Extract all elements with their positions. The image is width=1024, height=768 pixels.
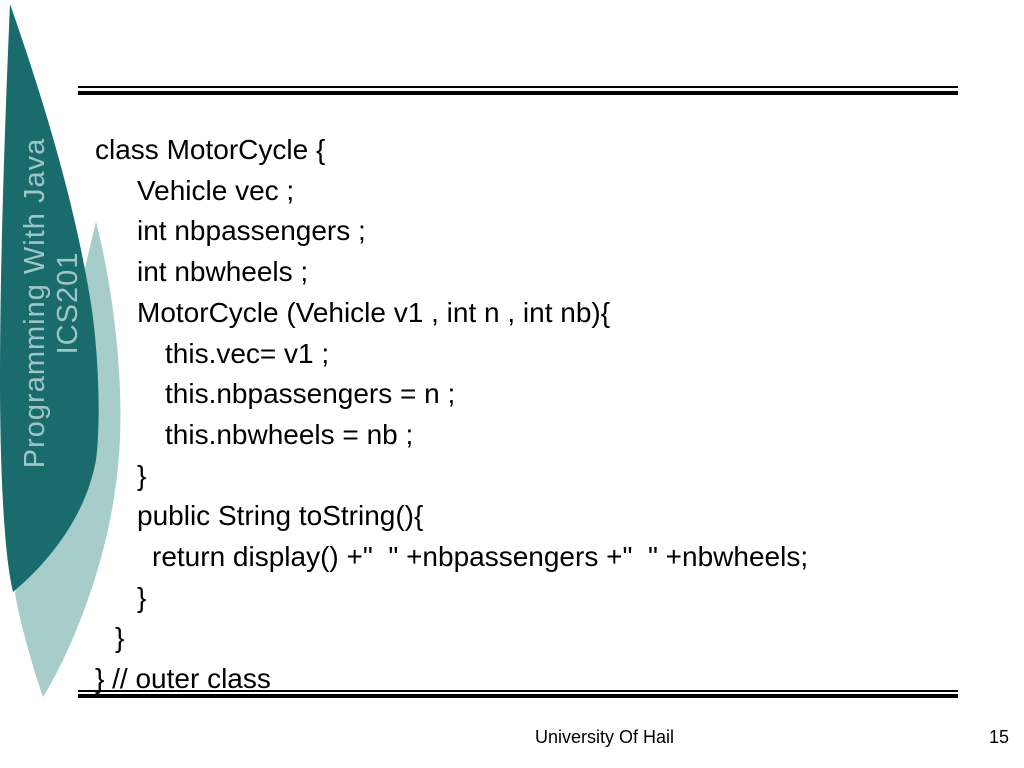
code-line: this.nbwheels = nb ; [165,418,414,450]
sidebar-curve-dark [0,4,99,592]
code-line: } // outer class [95,663,271,695]
code-line: MotorCycle (Vehicle v1 , int n , int nb)… [137,296,611,328]
code-line: } [137,459,147,491]
bottom-double-rule [78,690,958,698]
code-line: public String toString(){ [137,500,424,532]
code-line: int nbpassengers ; [137,215,366,247]
course-banner-line2: ICS201 [52,251,84,355]
top-rule-thick-line [78,91,958,95]
bottom-rule-thick-line [78,694,958,698]
code-block: class MotorCycle { Vehicle vec ; int nbpas… [95,130,995,700]
page-number: 15 [988,727,1009,747]
course-banner-line1: Programming With Java [19,137,51,469]
footer-text: University Of Hail [535,727,675,747]
code-line: class MotorCycle { [95,134,326,165]
code-line: return display() +" " +nbpassengers +" "… [152,541,809,573]
top-rule-thin-line [78,86,958,88]
code-line: this.nbpassengers = n ; [165,378,456,410]
course-banner: Programming With Java ICS201 [19,113,91,493]
code-line: int nbwheels ; [137,256,309,288]
code-line: this.vec= v1 ; [165,337,330,369]
code-line: } [115,622,125,654]
sidebar-curves [0,4,121,697]
top-double-rule [78,86,958,95]
code-line: } [137,581,147,613]
bottom-rule-thin-line [78,690,958,692]
code-line: Vehicle vec ; [137,174,295,206]
